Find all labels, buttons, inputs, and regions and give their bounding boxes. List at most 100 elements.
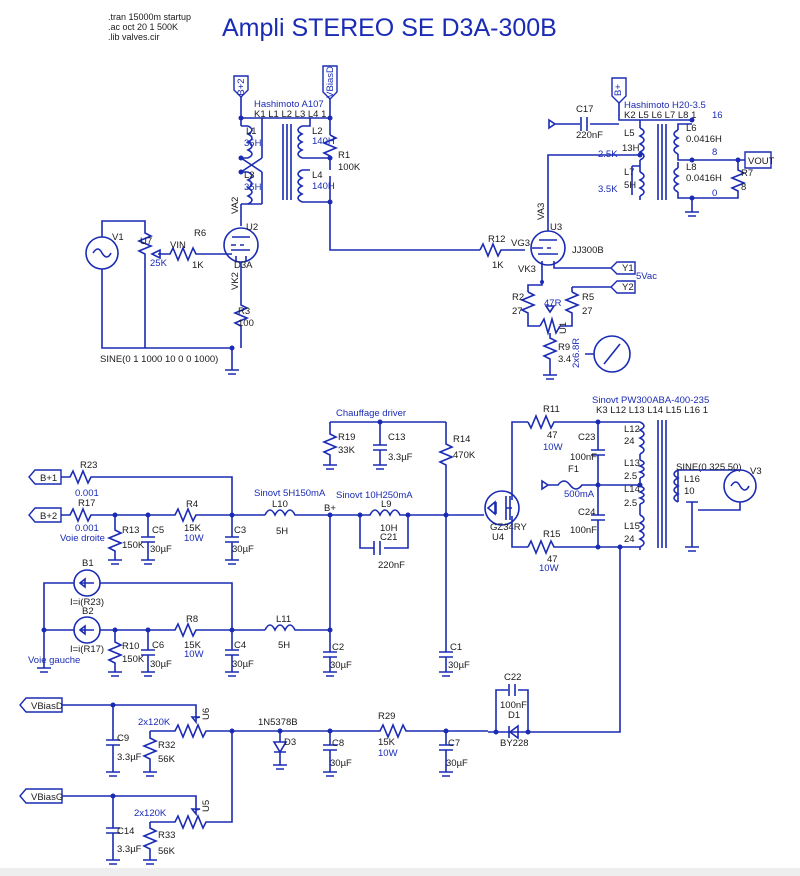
label-r29: R29 — [378, 711, 395, 722]
port-vbiasg-left[interactable]: VBiasG — [19, 788, 63, 804]
label-u5-value: 2x120K — [134, 808, 167, 819]
value-l12: 24 — [624, 436, 635, 447]
value-r15: 47 — [547, 554, 558, 565]
label-u4-type: GZ34RY — [490, 522, 527, 533]
label-h20-pins: K2 L5 L6 L7 L8 1 — [624, 110, 696, 121]
label-r2: R2 — [512, 292, 524, 303]
value-r17: 0.001 — [75, 523, 99, 534]
value-c5: 30µF — [150, 544, 172, 555]
value-c4: 30µF — [232, 659, 254, 670]
value-l13: 2.5 — [624, 471, 637, 482]
directive-tran: .tran 15000m startup — [108, 12, 191, 22]
power-r8: 10W — [184, 649, 204, 660]
label-c6: C6 — [152, 640, 164, 651]
tube-u4 — [484, 490, 520, 526]
label-h20-8: 8 — [712, 147, 717, 158]
label-r10: R10 — [122, 641, 139, 652]
label-c24: C24 — [578, 507, 595, 518]
label-u4: U4 — [492, 532, 504, 543]
power-r29: 10W — [378, 748, 398, 759]
label-c3: C3 — [234, 525, 246, 536]
svg-text:B+1: B+1 — [40, 473, 57, 484]
value-c7: 30µF — [446, 758, 468, 769]
label-d1: D1 — [508, 710, 520, 721]
label-vk2: VK2 — [230, 272, 241, 290]
value-l7: 5H — [624, 180, 636, 191]
value-l2: 140H — [312, 136, 335, 147]
label-l10: L10 — [272, 499, 288, 510]
label-vg3: VG3 — [511, 238, 530, 249]
label-h20-0: 0 — [712, 188, 717, 199]
label-u5: U5 — [201, 800, 212, 812]
label-l3: L3 — [244, 170, 255, 181]
label-u7: U7 — [140, 236, 152, 247]
label-sinovt-10h: Sinovt 10H250mA — [336, 490, 413, 501]
value-c21: 220nF — [378, 560, 405, 571]
value-r1: 100K — [338, 162, 361, 173]
power-r4: 10W — [184, 533, 204, 544]
svg-text:VBiasD: VBiasD — [325, 66, 336, 98]
label-l11: L11 — [276, 614, 291, 625]
port-b2-left[interactable]: B+2 — [28, 507, 62, 523]
label-l2: L2 — [312, 126, 323, 137]
label-l12: L12 — [624, 424, 640, 435]
schematic-title: Ampli STEREO SE D3A-300B — [222, 14, 557, 42]
label-c5: C5 — [152, 525, 164, 536]
label-l1: L1 — [246, 126, 257, 137]
value-c22: 100nF — [500, 700, 527, 711]
value-r5: 27 — [582, 306, 593, 317]
label-r15: R15 — [543, 529, 560, 540]
label-c23: C23 — [578, 432, 595, 443]
port-vout[interactable]: VOUT — [744, 151, 775, 169]
label-r32: R32 — [158, 740, 175, 751]
value-u1: 47R — [544, 298, 562, 309]
value-d1: BY228 — [500, 738, 529, 749]
driver-stage: B+2 VBiasD Hashimoto A107 K1 L1 L2 L3 L4… — [85, 65, 480, 375]
port-bplus-top[interactable]: B+ — [611, 77, 627, 104]
value-l6: 0.0416H — [686, 134, 722, 145]
port-b1-left[interactable]: B+1 — [28, 469, 62, 485]
bias-supply: VBiasD VBiasG C9 3.3µF R32 56K 2x120K U6… — [19, 697, 488, 865]
label-c17: C17 — [576, 104, 593, 115]
value-c17: 220nF — [576, 130, 603, 141]
value-r3: 100 — [238, 318, 254, 329]
value-l8: 0.0416H — [686, 173, 722, 184]
label-va2: VA2 — [230, 197, 241, 214]
value-r29: 15K — [378, 737, 396, 748]
port-vbiasd-left[interactable]: VBiasD — [19, 697, 63, 713]
port-vbiasd-top[interactable]: VBiasD — [322, 65, 338, 100]
label-r9: R9 — [558, 342, 570, 353]
label-l5: L5 — [624, 128, 635, 139]
value-l15: 24 — [624, 534, 635, 545]
value-r14: 470K — [453, 450, 476, 461]
label-r33: R33 — [158, 830, 175, 841]
value-r12: 1K — [492, 260, 504, 271]
value-r6: 1K — [192, 260, 204, 271]
label-c2: C2 — [332, 642, 344, 653]
svg-text:Y1: Y1 — [622, 263, 634, 274]
value-r23: 0.001 — [75, 488, 99, 499]
label-vin: VIN — [170, 240, 186, 251]
label-r6: R6 — [194, 228, 206, 239]
port-y2[interactable]: Y2 — [610, 280, 636, 294]
svg-text:B+: B+ — [613, 84, 624, 96]
value-c1: 30µF — [448, 660, 470, 671]
value-l3: 35H — [244, 182, 262, 193]
label-l15: L15 — [624, 521, 640, 532]
label-sinovt-pw: Sinovt PW300ABA-400-235 — [592, 395, 709, 406]
value-l9: 10H — [380, 523, 398, 534]
value-c24: 100nF — [570, 525, 597, 536]
label-u1: U1 — [558, 322, 569, 334]
label-hashimoto-h20: Hashimoto H20-3.5 — [624, 100, 706, 111]
label-l16: L16 — [684, 474, 700, 485]
label-va3: VA3 — [536, 203, 547, 220]
label-d3: D3 — [284, 737, 296, 748]
label-vk3: VK3 — [518, 264, 536, 275]
value-b1: I=i(R23) — [70, 597, 104, 608]
value-r9: 3.4 — [558, 354, 571, 365]
label-r19: R19 — [338, 432, 355, 443]
value-u7: 25K — [150, 258, 168, 269]
port-y1[interactable]: Y1 — [610, 261, 636, 275]
port-b2-top[interactable]: B+2 — [233, 75, 249, 98]
value-l1: 35H — [244, 138, 262, 149]
